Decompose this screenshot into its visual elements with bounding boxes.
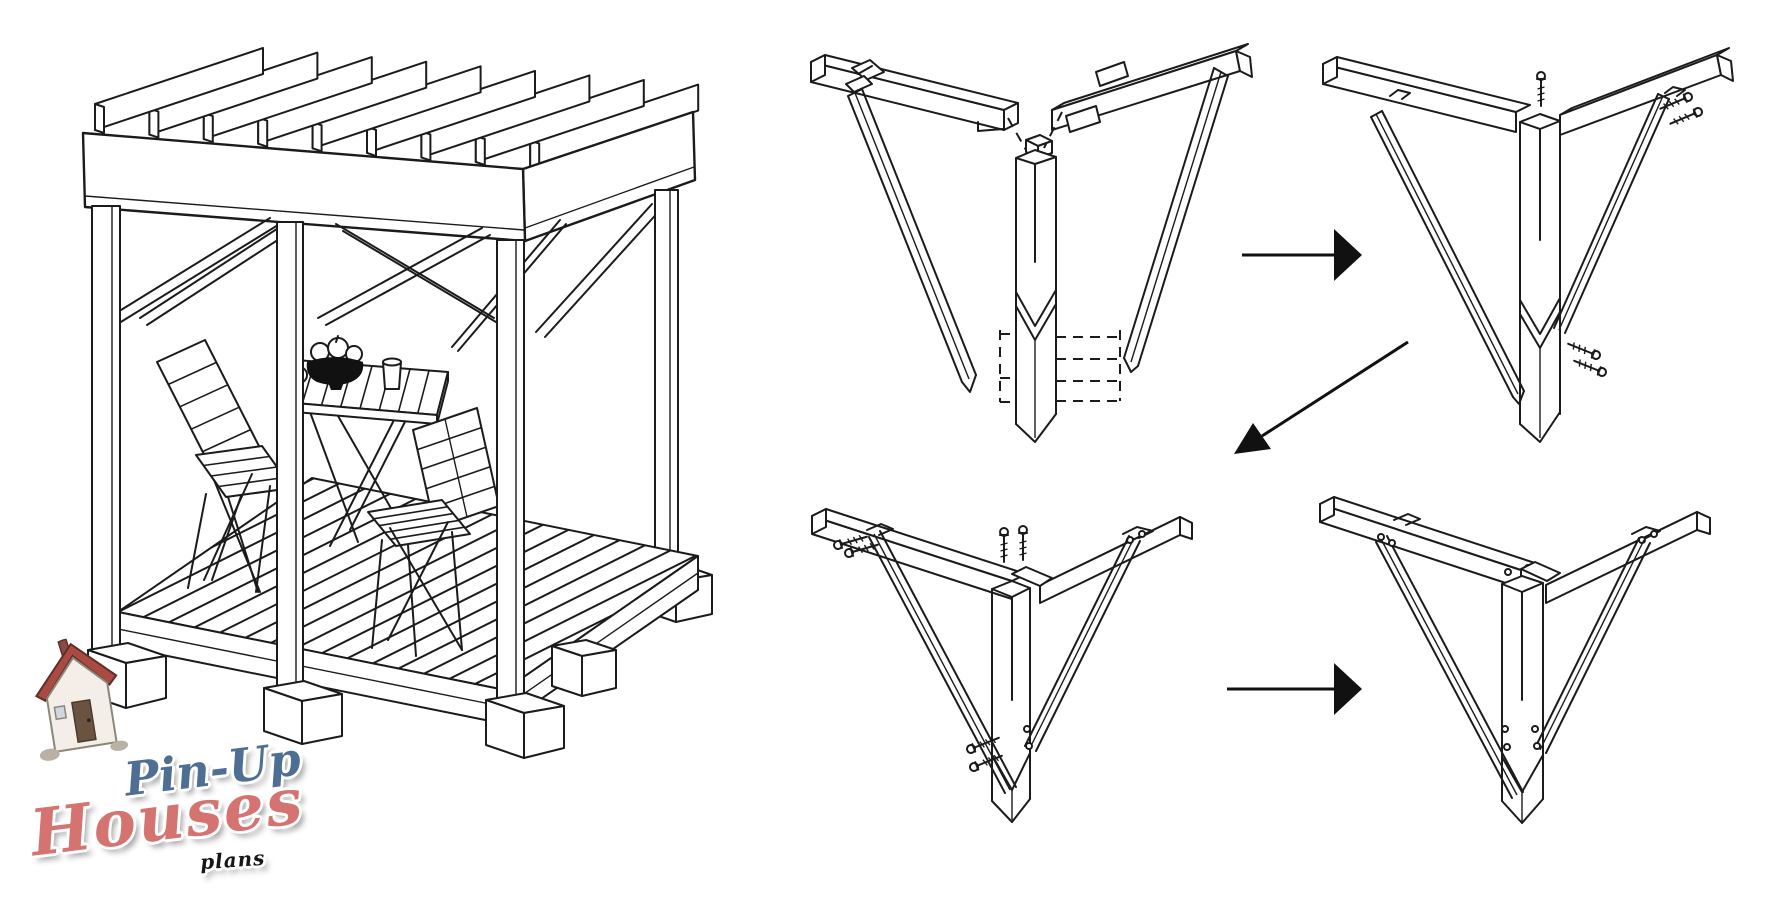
- step-arrows: [1227, 229, 1408, 715]
- step3-right-beam: [1040, 517, 1192, 603]
- assembly-step-2-figure: [1323, 48, 1733, 442]
- step2-right-beam: [1560, 48, 1733, 135]
- step2-right-brace: [1554, 94, 1669, 333]
- step1-right-beam: [1052, 44, 1252, 132]
- pergola-roof-slats: [95, 48, 698, 170]
- chair-seat-slats: [374, 507, 465, 539]
- step3-left-beam: [812, 509, 1026, 599]
- step3-corner-cap: [1012, 567, 1052, 586]
- step1-dashed-guides: [1000, 112, 1120, 402]
- step3-right-brace: [1024, 536, 1140, 751]
- pergola-figure: [0, 48, 1001, 758]
- arrow-down-left-icon: [1234, 342, 1408, 454]
- pergola-front-posts: [88, 206, 564, 758]
- step2-post: [1520, 114, 1560, 442]
- step4-right-beam: [1546, 512, 1710, 603]
- step4-left-brace: [1376, 534, 1523, 798]
- step4-post: [1502, 576, 1543, 823]
- cup: [383, 359, 401, 390]
- step1-right-brace: [1124, 68, 1228, 372]
- arrow-right-icon: [1227, 663, 1362, 715]
- assembly-step-1-figure: [811, 44, 1252, 442]
- folding-chair-right: [368, 408, 499, 656]
- step4-left-beam: [1320, 497, 1535, 588]
- step3-post: [992, 581, 1030, 822]
- folding-chair-left: [157, 340, 292, 592]
- step3-left-brace: [869, 531, 1016, 793]
- chair-backrest-slats: [168, 362, 250, 451]
- step1-left-brace: [848, 89, 976, 392]
- step1-left-beam: [811, 55, 1018, 131]
- assembly-step-3-figure: [812, 509, 1192, 822]
- assembly-step-4-figure: [1320, 497, 1710, 823]
- step2-left-brace: [1371, 111, 1524, 404]
- step1-post: [1016, 135, 1056, 442]
- step4-corner-cap: [1521, 562, 1560, 581]
- arrow-right-icon: [1242, 229, 1362, 281]
- fruit-bowl: [306, 336, 364, 390]
- step4-right-brace: [1502, 538, 1650, 753]
- step2-left-beam: [1323, 57, 1530, 132]
